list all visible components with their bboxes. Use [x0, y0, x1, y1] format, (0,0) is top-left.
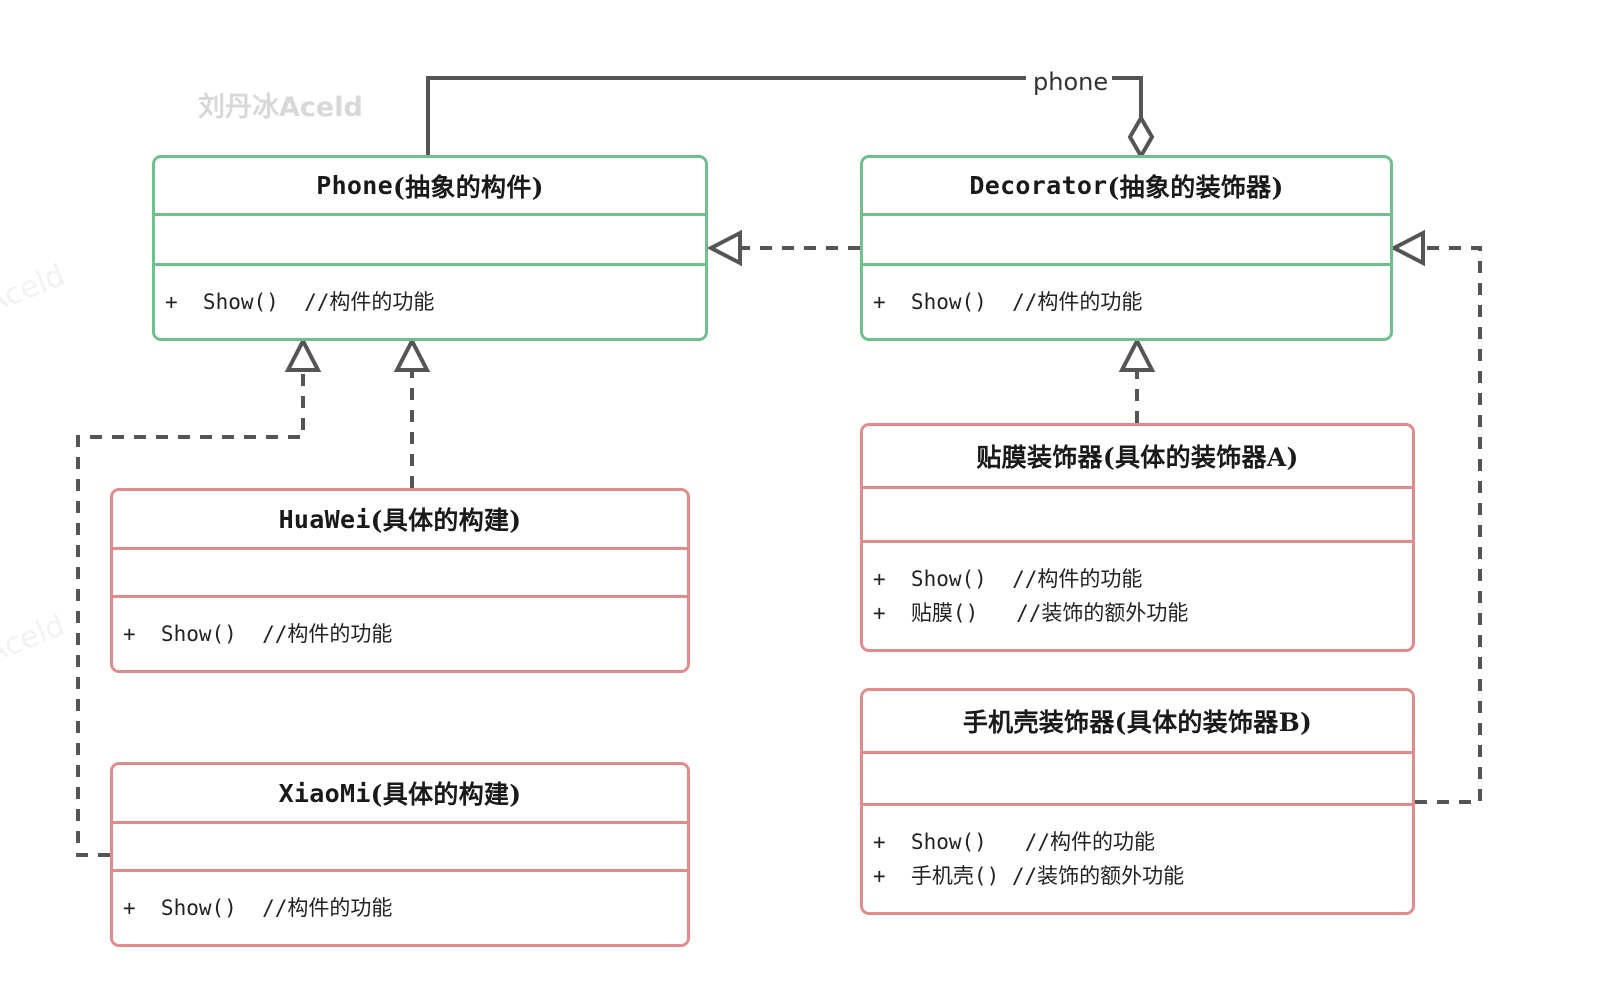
hollow-diamond-icon: [1127, 114, 1155, 160]
class-attributes-decorator-b: [863, 751, 1412, 803]
class-title-decorator-cjk: (抽象的装饰器): [1107, 172, 1284, 202]
hollow-triangle-icon: [1389, 229, 1425, 267]
method-line: + 贴膜() //装饰的额外功能: [873, 601, 1189, 625]
aggregation-label-phone: phone: [1029, 68, 1113, 96]
watermark-edge-lower: Aceld: [0, 607, 70, 672]
class-methods-decorator: + Show() //构件的功能: [863, 263, 1390, 338]
class-title-huawei-latin: HuaWei: [278, 504, 371, 534]
class-title-decorator-a-cjk: 贴膜装饰器(具体的装饰器A): [976, 443, 1299, 472]
class-title-huawei-cjk: (具体的构建): [370, 506, 522, 535]
method-line: + Show() //构件的功能: [873, 829, 1156, 854]
class-title-phone-cjk: (抽象的构件): [393, 172, 544, 202]
class-attributes-xiaomi: [113, 821, 687, 869]
class-title-xiaomi: XiaoMi(具体的构建): [113, 765, 687, 821]
class-methods-phone: + Show() //构件的功能: [155, 263, 705, 338]
watermark-author: 刘丹冰Aceld: [198, 92, 363, 123]
class-box-decorator-a[interactable]: 贴膜装饰器(具体的装饰器A) + Show() //构件的功能 + 贴膜() /…: [860, 423, 1415, 652]
class-title-decorator: Decorator(抽象的装饰器): [863, 158, 1390, 213]
class-attributes-decorator-a: [863, 486, 1412, 540]
watermark-edge-upper: Aceld: [0, 257, 70, 322]
method-line: + Show() //构件的功能: [123, 621, 393, 646]
class-methods-xiaomi: + Show() //构件的功能: [113, 869, 687, 944]
class-methods-huawei: + Show() //构件的功能: [113, 595, 687, 670]
class-title-xiaomi-cjk: (具体的构建): [370, 780, 522, 809]
class-box-huawei[interactable]: HuaWei(具体的构建) + Show() //构件的功能: [110, 488, 690, 673]
method-line: + Show() //构件的功能: [873, 289, 1143, 314]
class-title-decorator-a: 贴膜装饰器(具体的装饰器A): [863, 426, 1412, 486]
method-line: + 手机壳() //装饰的额外功能: [873, 864, 1185, 888]
class-title-decorator-b: 手机壳装饰器(具体的装饰器B): [863, 691, 1412, 751]
class-attributes-huawei: [113, 547, 687, 595]
class-attributes-decorator: [863, 213, 1390, 263]
hollow-triangle-icon: [393, 336, 431, 372]
class-attributes-phone: [155, 213, 705, 263]
class-title-huawei: HuaWei(具体的构建): [113, 491, 687, 547]
class-title-xiaomi-latin: XiaoMi: [278, 778, 371, 808]
method-line: + Show() //构件的功能: [165, 289, 435, 314]
relation-realize-huawei-phone: [393, 336, 431, 488]
method-line: + Show() //构件的功能: [873, 566, 1143, 591]
method-line: + Show() //构件的功能: [123, 895, 393, 920]
class-box-decorator-b[interactable]: 手机壳装饰器(具体的装饰器B) + Show() //构件的功能 + 手机壳()…: [860, 688, 1415, 915]
relation-realize-decorator-phone: [706, 229, 860, 267]
class-title-decorator-b-cjk: 手机壳装饰器(具体的装饰器B): [962, 708, 1313, 737]
class-box-decorator[interactable]: Decorator(抽象的装饰器) + Show() //构件的功能: [860, 155, 1393, 341]
class-methods-decorator-a: + Show() //构件的功能 + 贴膜() //装饰的额外功能: [863, 540, 1412, 649]
class-box-phone[interactable]: Phone(抽象的构件) + Show() //构件的功能: [152, 155, 708, 341]
class-title-phone-latin: Phone: [316, 171, 393, 200]
class-methods-decorator-b: + Show() //构件的功能 + 手机壳() //装饰的额外功能: [863, 803, 1412, 912]
class-title-decorator-latin: Decorator: [969, 171, 1108, 200]
hollow-triangle-icon: [284, 336, 322, 372]
class-title-phone: Phone(抽象的构件): [155, 158, 705, 213]
relation-realize-decorator-a: [1118, 336, 1156, 423]
hollow-triangle-icon: [1118, 336, 1156, 372]
class-box-xiaomi[interactable]: XiaoMi(具体的构建) + Show() //构件的功能: [110, 762, 690, 947]
hollow-triangle-icon: [706, 229, 742, 267]
